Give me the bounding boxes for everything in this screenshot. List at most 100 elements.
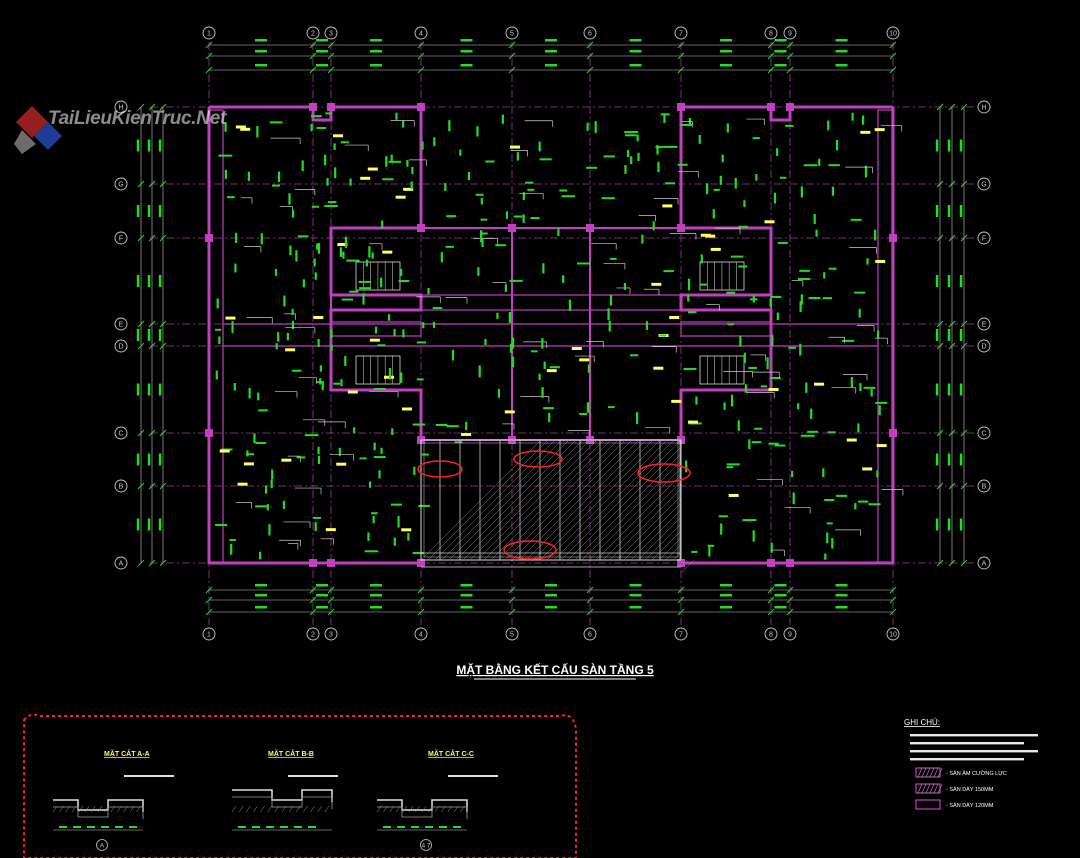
rebar-mark — [630, 156, 633, 165]
section-dim-value — [73, 826, 81, 828]
grid-bubble-label: 9 — [788, 31, 792, 38]
rebar-mark — [645, 321, 649, 330]
legend-swatch-hatch — [929, 767, 935, 778]
section-dim-value — [101, 826, 109, 828]
rebar-mark — [799, 269, 810, 272]
rebar-mark — [698, 135, 701, 144]
hatch-line — [567, 446, 682, 561]
grid-bubble-label: H — [981, 105, 986, 112]
structural-column — [767, 103, 775, 111]
grid-bubble-label: 5 — [510, 31, 514, 38]
rebar-mark — [823, 272, 826, 279]
dimension-tick — [586, 41, 594, 49]
dimension-value-mark — [935, 275, 939, 287]
section-hatch — [421, 805, 427, 813]
rebar-mark — [636, 134, 639, 142]
grid-bubble-circle — [977, 426, 991, 440]
hatch-line — [637, 516, 682, 561]
section-profile-inner — [53, 806, 144, 819]
section-hatch — [231, 805, 237, 813]
dimension-tick — [417, 586, 425, 594]
rebar-mark — [726, 463, 740, 466]
dimension-value-mark — [935, 383, 939, 396]
rebar-mark — [271, 184, 280, 187]
rebar-mark — [859, 383, 862, 392]
dimension-tick — [417, 52, 425, 60]
beam-tag — [369, 338, 380, 342]
beam-tag — [336, 462, 347, 466]
dimension-tick — [960, 482, 968, 490]
rebar-mark — [641, 234, 644, 244]
beam-left-corridor — [330, 294, 422, 311]
beam-tag — [219, 449, 230, 453]
beam-tag — [671, 399, 682, 403]
rebar-mark — [268, 524, 271, 536]
hatch-line — [623, 502, 682, 561]
walls — [205, 103, 897, 567]
rebar-mark — [388, 367, 392, 380]
dimension-value-mark — [370, 606, 382, 609]
rebar-mark — [527, 188, 535, 191]
rebar-mark — [382, 178, 394, 181]
rebar-mark — [277, 171, 281, 182]
rebar-mark — [385, 156, 388, 167]
slab-inner-outline — [423, 442, 679, 558]
stair-1 — [355, 355, 401, 385]
section-title: MẶT CẮT B-B — [268, 749, 314, 758]
beam-tag — [337, 243, 348, 247]
rebar-mark — [246, 450, 249, 457]
rebar-mark — [541, 338, 544, 349]
rebar-mark — [378, 470, 381, 479]
beam-tag — [243, 462, 254, 466]
rebar-mark — [390, 154, 393, 162]
rebar-mark — [773, 192, 777, 204]
dimension-value-mark — [255, 50, 267, 53]
legend-swatch-hatch — [929, 783, 935, 794]
section-note-mark — [288, 775, 338, 777]
dimension-tick — [148, 429, 156, 437]
detail-marks — [215, 112, 904, 560]
dimension-tick — [936, 320, 944, 328]
dimension-tick — [417, 596, 425, 604]
rebar-mark — [792, 492, 795, 505]
rebar-mark — [810, 408, 813, 419]
dimension-value-mark — [720, 39, 732, 42]
rebar-mark — [304, 434, 319, 437]
section-hatch — [408, 805, 414, 813]
rebar-mark — [380, 447, 383, 454]
rebar-mark — [538, 373, 541, 381]
rebar-mark — [799, 343, 802, 356]
beam-tag — [382, 250, 393, 254]
rebar-mark — [412, 552, 425, 555]
rebar-mark — [344, 236, 348, 248]
rebar-mark — [314, 522, 317, 532]
rebar-mark — [416, 378, 424, 381]
rebar-mark — [387, 314, 391, 321]
beam-tag — [846, 438, 857, 442]
section-dim-value — [453, 826, 461, 828]
rebar-mark — [291, 320, 295, 330]
rebar-mark — [791, 470, 794, 478]
rebar-mark — [738, 225, 748, 228]
rebar-mark — [478, 365, 481, 378]
dimension-tick — [159, 429, 167, 437]
grid-bubble-right-E: E — [977, 317, 991, 331]
legend-swatch-hatch — [937, 783, 943, 794]
dimension-value-mark — [158, 275, 162, 287]
beam-tag — [325, 528, 336, 532]
dimension-tick — [205, 66, 213, 74]
grid-bubble-circle — [414, 627, 428, 641]
rebar-mark — [878, 405, 881, 416]
grid-bubble-top-9: 9 — [783, 26, 797, 40]
legend-item-label: - SÀN DÀY 120MM — [946, 802, 994, 809]
dimension-value-mark — [136, 205, 140, 217]
grid-bubble-left-E: E — [114, 317, 128, 331]
grid-bubble-circle — [114, 100, 128, 114]
rebar-mark — [608, 320, 611, 332]
grid-bubble-circle — [202, 26, 216, 40]
hatch-line — [546, 439, 668, 561]
beam-tag — [225, 316, 236, 320]
rebar-mark — [828, 267, 837, 270]
rebar-mark — [691, 550, 698, 553]
rebar-mark — [508, 311, 511, 323]
